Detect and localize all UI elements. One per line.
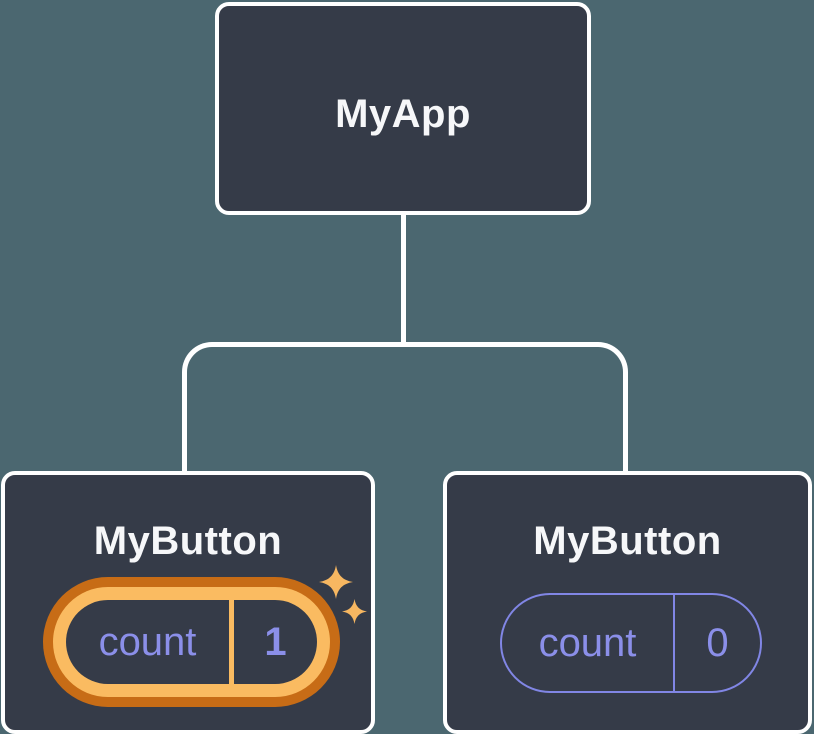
state-name-label: count: [538, 620, 637, 665]
state-name-label: count: [98, 619, 197, 664]
tree-branch-bracket: [182, 342, 628, 473]
state-value: 1: [264, 619, 287, 664]
sparkle-icon: [319, 565, 353, 599]
component-label: MyApp: [335, 92, 471, 136]
state-value-section: 1: [234, 600, 317, 684]
state-name-section: count: [502, 595, 673, 691]
component-label: MyButton: [93, 519, 283, 563]
component-label: MyButton: [533, 519, 722, 563]
state-pill-divider: [673, 595, 675, 691]
component-node-child-left: MyButton count 1: [1, 471, 375, 734]
state-name-section: count: [66, 600, 229, 684]
state-pill: count 0: [500, 593, 762, 693]
sparkle-icon: [342, 599, 367, 624]
state-value-section: 0: [675, 595, 760, 691]
state-pill-divider: [229, 600, 234, 684]
root-connector-line: [401, 213, 406, 344]
state-pill-highlight-ring: count 1: [53, 587, 330, 697]
state-pill-core: count 1: [66, 600, 317, 684]
component-node-child-right: MyButton count 0: [443, 471, 812, 734]
component-node-root: MyApp: [215, 2, 591, 215]
state-pill-highlighted: count 1: [43, 577, 340, 707]
state-value: 0: [706, 620, 729, 665]
